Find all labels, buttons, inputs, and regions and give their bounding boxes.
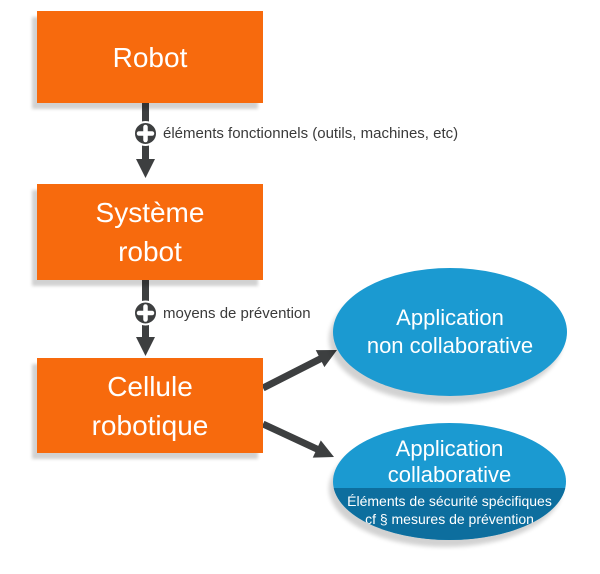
arrow-shaft [261,354,324,392]
node-systeme-robot: Système robot [37,184,263,280]
application-collaborative-label-line2: collaborative [387,462,512,487]
application-non-collaborative-label-line1: Application [396,305,504,330]
application-collaborative-label: Application collaborative [333,423,566,491]
arrow-shaft [261,420,321,454]
connector-label-moyens-de-prevention: moyens de prévention [163,305,311,322]
arrowhead-icon [312,440,334,458]
security-elements-band-line2: cf § mesures de prévention [365,511,534,527]
arrowhead-icon [315,350,337,368]
plus-icon [133,300,158,326]
node-systeme-robot-label-line2: robot [118,236,182,267]
security-elements-band: Éléments de sécurité spécifiques cf § me… [333,488,566,540]
node-systeme-robot-label-line1: Système [95,197,205,228]
node-application-collaborative: Application collaborative Éléments de sé… [333,423,566,540]
plus-icon [133,121,158,146]
node-application-non-collaborative: Application non collaborative [333,268,567,396]
connector-label-elements-fonctionnels: éléments fonctionnels (outils, machines,… [163,125,459,142]
arrow-cellule-to-non-collaborative [261,350,337,392]
arrow-robot-to-systeme [133,103,158,178]
node-cellule-robotique-label-line2: robotique [91,409,209,441]
security-elements-band-line1: Éléments de sécurité spécifiques [347,493,552,509]
arrowhead-icon [136,159,155,178]
node-robot-label: Robot [112,41,188,73]
node-cellule-robotique-label-line1: Cellule [107,370,193,402]
application-collaborative-label-line1: Application [395,436,504,461]
node-cellule-robotique: Cellule robotique [37,358,263,453]
node-robot: Robot [37,11,263,103]
arrow-cellule-to-collaborative [261,420,334,458]
application-non-collaborative-label-line2: non collaborative [366,333,534,358]
arrowhead-icon [136,337,155,356]
arrow-systeme-to-cellule [133,280,158,356]
